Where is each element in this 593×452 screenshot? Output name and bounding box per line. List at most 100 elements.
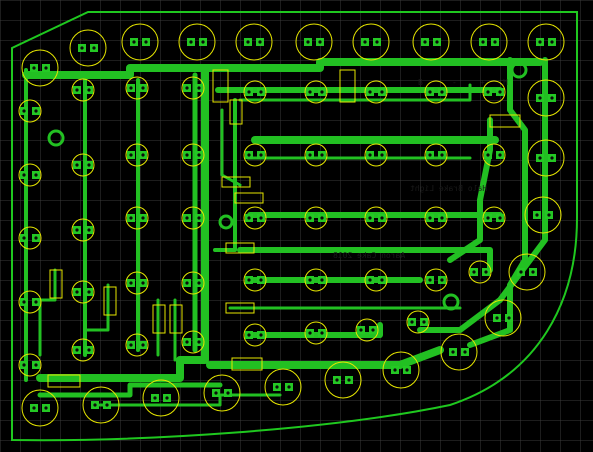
- led-pad-hole: [22, 109, 26, 113]
- led-9: [470, 23, 508, 61]
- led-pad-hole: [75, 348, 79, 352]
- led-pad-hole: [258, 40, 262, 44]
- led-outline: [527, 139, 565, 177]
- led-outline: [304, 321, 328, 345]
- led-outline: [18, 290, 42, 314]
- led-outline: [440, 333, 478, 371]
- led-pad-hole: [92, 46, 96, 50]
- led-outline: [18, 163, 42, 187]
- led-15: [484, 299, 522, 337]
- resistor-footprints: [47, 69, 521, 388]
- led-pad-hole: [141, 281, 145, 285]
- led-54: [243, 206, 267, 230]
- led-pad-hole: [129, 86, 133, 90]
- led-outline: [484, 299, 522, 337]
- led-pad-hole: [246, 40, 250, 44]
- led-44: [243, 80, 267, 104]
- led-pad-hole: [393, 368, 397, 372]
- led-18: [324, 361, 362, 399]
- led-outline: [18, 99, 42, 123]
- led-20: [203, 374, 241, 412]
- led-pad-hole: [185, 216, 189, 220]
- led-pad-hole: [484, 270, 488, 274]
- led-pad-hole: [440, 216, 444, 220]
- trace-mid-rail-6: [237, 247, 493, 273]
- led-outline: [125, 76, 149, 100]
- resistor-r6: [234, 192, 264, 204]
- trace-center-vertical: [213, 98, 237, 252]
- led-42: [181, 271, 205, 295]
- led-pad-hole: [75, 290, 79, 294]
- led-pad-hole: [498, 90, 502, 94]
- trace-bottom-rail-1: [206, 346, 444, 369]
- led-63: [468, 260, 492, 284]
- led-pad-hole: [141, 86, 145, 90]
- led-outline: [364, 80, 388, 104]
- led-46: [364, 80, 388, 104]
- led-outline: [527, 23, 565, 61]
- led-6: [295, 23, 333, 61]
- led-pad-hole: [75, 228, 79, 232]
- mounting-holes: [47, 61, 528, 311]
- led-pad-hole: [318, 40, 322, 44]
- led-pad-hole: [259, 153, 263, 157]
- led-pad-hole: [472, 270, 476, 274]
- led-51: [364, 143, 388, 167]
- led-pad-hole: [247, 90, 251, 94]
- led-outline: [355, 318, 379, 342]
- led-27: [18, 290, 42, 314]
- led-pad-hole: [538, 40, 542, 44]
- trace-right-rail-1: [467, 57, 528, 348]
- led-pad-hole: [87, 228, 91, 232]
- led-pad-hole: [87, 348, 91, 352]
- led-outline: [482, 80, 506, 104]
- led-pad-hole: [375, 40, 379, 44]
- led-outline: [524, 196, 562, 234]
- led-outline: [304, 206, 328, 230]
- led-pad-hole: [380, 216, 384, 220]
- led-pad-hole: [197, 216, 201, 220]
- led-39: [181, 76, 205, 100]
- led-58: [482, 206, 506, 230]
- trace-left-branch: [38, 268, 57, 357]
- led-pad-hole: [247, 278, 251, 282]
- led-37: [125, 271, 149, 295]
- led-pad-hole: [32, 406, 36, 410]
- trace-mid-resistors: [156, 298, 177, 362]
- resistor-r12: [152, 304, 166, 334]
- led-47: [424, 80, 448, 104]
- led-pad-hole: [22, 363, 26, 367]
- led-pad-hole: [275, 385, 279, 389]
- led-55: [304, 206, 328, 230]
- led-outline: [406, 310, 430, 334]
- led-pad-hole: [359, 328, 363, 332]
- led-outline: [181, 76, 205, 100]
- led-pad-hole: [34, 300, 38, 304]
- led-pad-hole: [129, 343, 133, 347]
- led-pad-hole: [34, 109, 38, 113]
- led-outline: [71, 280, 95, 304]
- resistor-r10: [49, 269, 63, 299]
- resistor-r14: [47, 374, 81, 388]
- led-pad-hole: [308, 331, 312, 335]
- led-pad-hole: [22, 173, 26, 177]
- led-outline: [304, 143, 328, 167]
- led-pad-hole: [75, 88, 79, 92]
- polarity-h-text: H: [503, 78, 508, 87]
- led-pad-hole: [440, 278, 444, 282]
- led-pad-hole: [247, 333, 251, 337]
- board-author-text: Aaron Cake 2018: [333, 251, 405, 260]
- led-66: [355, 318, 379, 342]
- led-outline: [21, 49, 59, 87]
- led-pad-hole: [428, 90, 432, 94]
- led-pad-hole: [247, 153, 251, 157]
- led-pad-hole: [132, 40, 136, 44]
- led-pad-hole: [32, 66, 36, 70]
- led-23: [21, 389, 59, 427]
- led-pad-hole: [197, 153, 201, 157]
- resistor-r8: [225, 302, 255, 314]
- led-28: [18, 353, 42, 377]
- led-outline: [125, 143, 149, 167]
- led-pad-hole: [371, 328, 375, 332]
